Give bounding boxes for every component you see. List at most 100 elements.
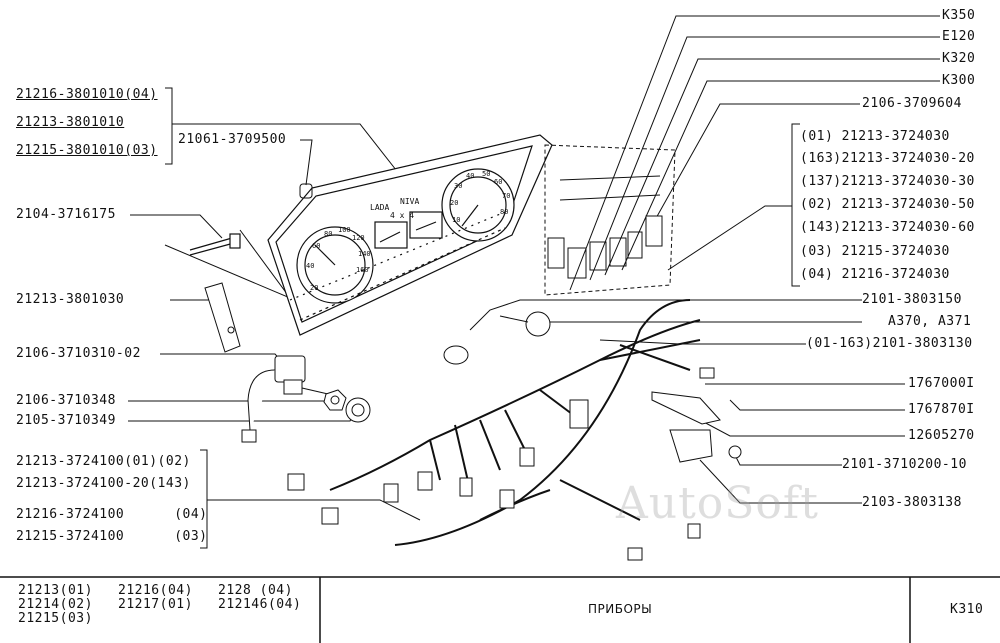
label-2101-3710200: 2101-3710200-10	[842, 457, 967, 472]
label-2106-3709604: 2106-3709604	[862, 96, 962, 111]
tacho-tick: 10	[452, 216, 460, 224]
footer-frame	[0, 576, 1000, 643]
speedo-tick: 120	[352, 234, 365, 242]
speedo-tick: 140	[358, 250, 371, 258]
variant-item: (02) 21213-3724030-50	[800, 197, 975, 212]
label-harness-01-02: 21213-3724100(01)(02)	[16, 454, 191, 469]
label-21213-3801030: 21213-3801030	[16, 292, 125, 307]
leader-2106-3709604	[654, 103, 860, 221]
label-12605270: 12605270	[908, 428, 975, 443]
bracket-part	[204, 282, 241, 353]
speedo-tick: 100	[338, 226, 351, 234]
footer-model: 21214(02)	[18, 597, 93, 612]
variant-item: (04) 21216-3724030	[800, 267, 950, 282]
label-harness-04: 21216-3724100 (04)	[16, 507, 208, 522]
speedo-scale: 20 40 60 80 100 120 140 160	[306, 226, 371, 292]
speedo-tick: 160	[356, 266, 369, 274]
speedo-tick: 80	[324, 230, 332, 238]
tacho-tick: 20	[450, 199, 458, 207]
footer-code: К310	[950, 602, 984, 617]
tacho-tick: 40	[466, 172, 474, 180]
label-cluster: 21061-3709500	[178, 132, 287, 147]
label-2106-3710310: 2106-3710310-02	[16, 346, 141, 361]
footer-model: 21215(03)	[18, 611, 93, 626]
leader-2105-3710349	[128, 411, 356, 422]
cluster-lada: LADA	[370, 203, 389, 212]
variant-item: (03) 21215-3724030	[800, 244, 950, 259]
label-2105-3710349: 2105-3710349	[16, 413, 116, 428]
variant-item: (163)21213-3724030-20	[800, 151, 975, 166]
footer-model: 21213(01)	[18, 583, 93, 598]
label-k350: К350	[942, 8, 976, 23]
label-21216-3801010: 21216-3801010(04)	[16, 87, 158, 102]
harness-connectors	[287, 367, 715, 561]
label-21213-3801010: 21213-3801010	[16, 115, 125, 130]
footer-model: 2128 (04)	[218, 583, 293, 598]
label-2103-3803138: 2103-3803138	[862, 495, 962, 510]
nut-part	[323, 389, 347, 411]
label-21215-3801010: 21215-3801010(03)	[16, 143, 158, 158]
variant-bracket	[791, 123, 800, 287]
fuel-gauge	[374, 221, 408, 249]
leader-2101-3803130	[599, 339, 806, 345]
leader-cluster-bulb	[300, 139, 313, 186]
leader-2106-3710310	[160, 353, 286, 366]
label-2106-3710348: 2106-3710348	[16, 393, 116, 408]
temp-gauge	[409, 211, 443, 239]
leader-k300	[621, 80, 940, 271]
label-k300: К300	[942, 73, 976, 88]
label-2101-3803130: (01-163)2101-3803130	[806, 336, 973, 351]
tacho-scale: 10 20 30 40 50 60 70 80	[450, 170, 510, 224]
speedo-tick: 20	[310, 284, 318, 292]
leader-2103-3803138	[699, 459, 862, 504]
instrument-cluster	[267, 134, 553, 336]
label-harness-143: 21213-3724100-20(143)	[16, 476, 191, 491]
leader-e120	[589, 36, 940, 281]
footer-model: 21217(01)	[118, 597, 193, 612]
leader-cluster-top	[172, 123, 401, 176]
leader-variant	[667, 205, 792, 271]
switch-part	[241, 355, 329, 443]
cluster-4x4: 4 x 4	[390, 211, 414, 220]
tacho-tick: 30	[454, 182, 462, 190]
label-a370: А370, А371	[888, 314, 972, 329]
bolt-part	[189, 233, 241, 256]
leader-12605270	[699, 419, 905, 437]
label-1767000: 1767000I	[908, 376, 975, 391]
variant-item: (01) 21213-3724030	[800, 129, 950, 144]
bulb-part	[299, 183, 313, 199]
footer-model: 212146(04)	[218, 597, 302, 612]
watermark: AutoSoft	[616, 478, 819, 529]
variant-item: (143)21213-3724030-60	[800, 220, 975, 235]
label-2101-3803150: 2101-3803150	[862, 292, 962, 307]
leader-2101-3710200	[734, 454, 842, 466]
cluster-niva: NIVA	[400, 197, 419, 206]
leader-2104-3716175	[130, 214, 223, 239]
footer: 21213(01) 21214(02) 21215(03) 21216(04) …	[0, 577, 1000, 643]
tacho-tick: 80	[500, 208, 508, 216]
label-e120: Е120	[942, 29, 976, 44]
leader-k320	[604, 58, 940, 276]
label-k320: К320	[942, 51, 976, 66]
knob-part	[345, 397, 371, 423]
footer-title: ПРИБОРЫ	[588, 602, 653, 616]
leader-k350	[569, 15, 940, 291]
tacho-tick: 60	[494, 178, 502, 186]
label-harness-03: 21215-3724100 (03)	[16, 529, 208, 544]
leader-1767870	[729, 399, 905, 411]
leader-2101-3803150	[469, 299, 862, 331]
label-1767870: 1767870I	[908, 402, 975, 417]
label-2104-3716175: 2104-3716175	[16, 207, 116, 222]
left-bracket-bottom	[200, 449, 208, 549]
left-bracket-top	[165, 87, 173, 165]
switch-panel	[544, 144, 676, 296]
speedo-tick: 60	[312, 242, 320, 250]
speedo-tick: 40	[306, 262, 314, 270]
leader-harness	[207, 499, 421, 521]
tacho-tick: 50	[482, 170, 490, 178]
buzzer-part	[443, 311, 551, 365]
tacho-tick: 70	[502, 192, 510, 200]
footer-model: 21216(04)	[118, 583, 193, 598]
sensor-part	[651, 391, 742, 463]
